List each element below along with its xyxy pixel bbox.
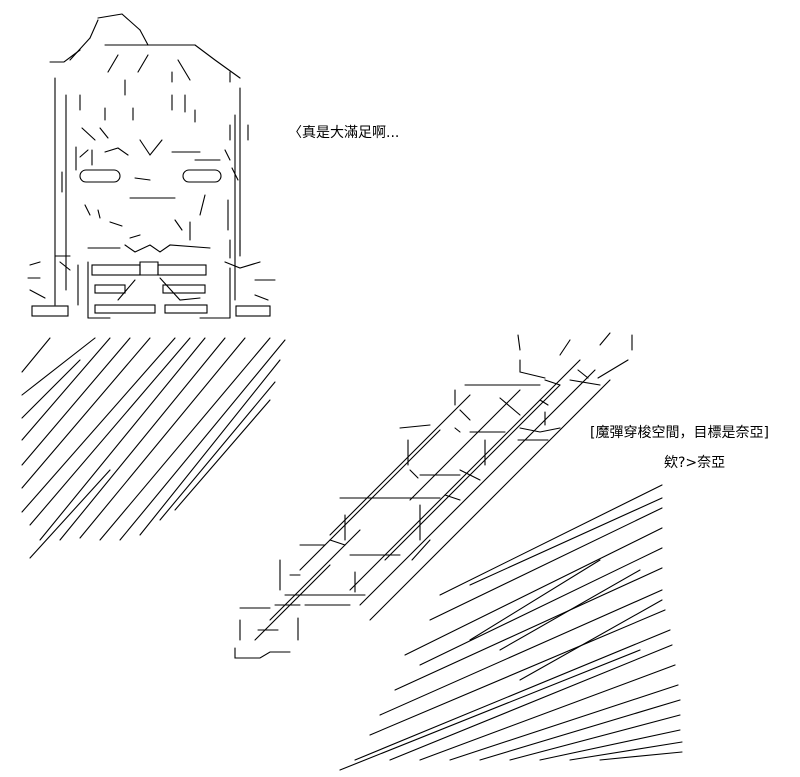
dialogue-line-magic-bullet: [魔彈穿梭空間，目標是奈亞]: [590, 425, 769, 441]
speed-lines-left: [21, 337, 286, 559]
dialogue-line-satisfaction: 〈真是大滿足啊...: [288, 125, 400, 141]
dialogue-line-surprise: 欸?>奈亞: [664, 455, 726, 471]
character-illustration: [27, 13, 276, 319]
magic-bullet-illustration: [234, 332, 633, 659]
speed-lines-right: [339, 484, 683, 771]
